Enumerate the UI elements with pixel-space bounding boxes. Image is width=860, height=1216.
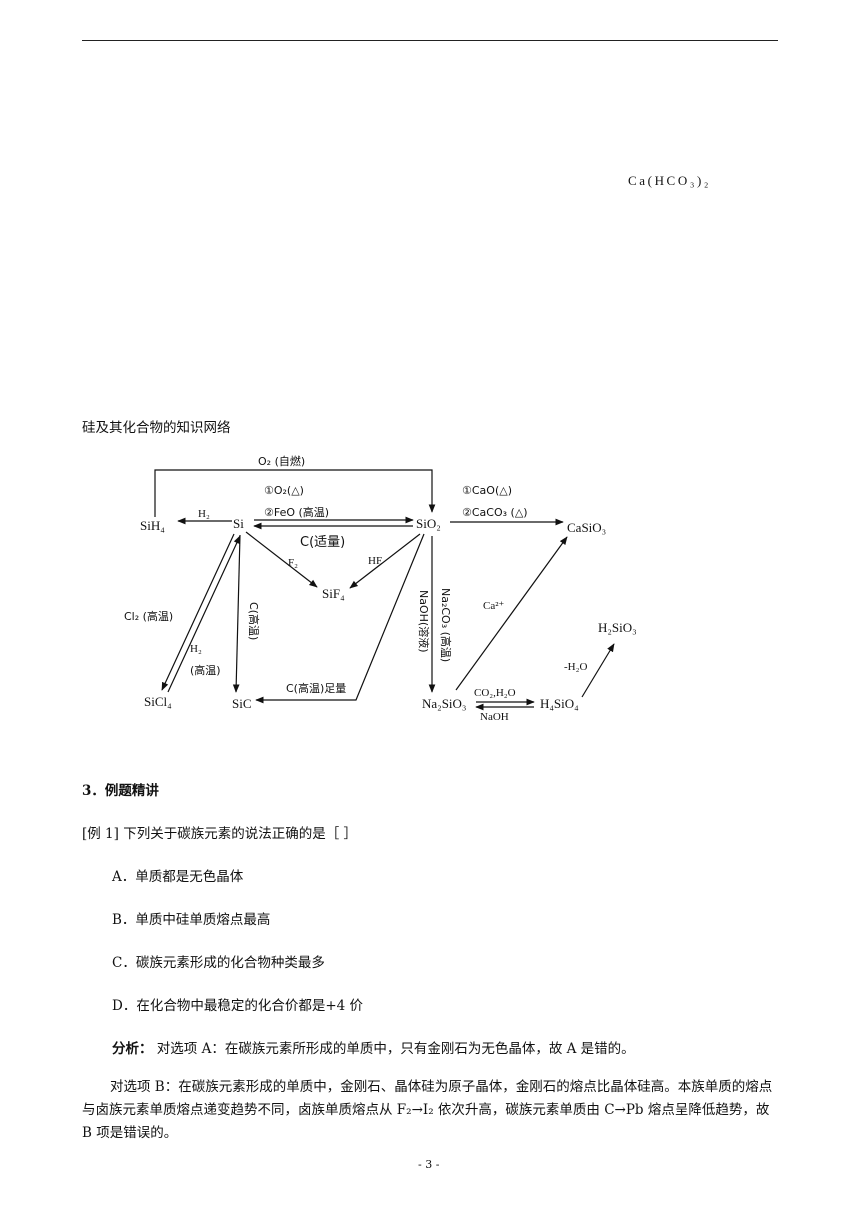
label-high-temp: (高温) (190, 663, 221, 677)
arrow-sio2-to-sic (255, 533, 425, 704)
label-na2co3-high: Na₂CO₃ (高温) (439, 588, 453, 662)
label-feo-high: ②FeO (高温) (264, 505, 329, 519)
node-sih4: SiH₄ (140, 518, 165, 533)
arrow-sicl4-to-si (167, 535, 241, 693)
example-heading: 3．例题精讲 (82, 783, 159, 799)
label-cao-heat: ①CaO(△) (462, 484, 512, 497)
label-minus-h2o: -H₂O (564, 661, 587, 673)
label-cl2-high: Cl₂ (高温) (124, 609, 173, 623)
node-sif4: SiF₄ (322, 586, 345, 601)
arrow-sih4-to-sio2-selfburn (154, 469, 436, 517)
arrow-na2sio3-to-casio3 (455, 536, 568, 691)
analysis-label: 分析： (112, 1041, 153, 1057)
label-c-high-excess: C(高温)足量 (286, 681, 346, 695)
node-si: Si (233, 516, 244, 531)
option-d: D．在化合物中最稳定的化合价都是+4 价 (112, 998, 364, 1014)
node-sic: SiC (232, 696, 252, 711)
option-c: C．碳族元素形成的化合物种类最多 (112, 955, 325, 971)
label-f2: F₂ (288, 557, 298, 569)
label-o2-heat: ①O₂(△) (264, 484, 304, 497)
node-h4sio4: H₄SiO₄ (540, 696, 579, 711)
option-b: B．单质中硅单质熔点最高 (112, 912, 271, 928)
label-naoh-solution: NaOH(溶液) (417, 590, 431, 652)
option-a: A．单质都是无色晶体 (112, 869, 244, 885)
header-rule (82, 40, 778, 41)
label-c-proper: C(适量) (300, 535, 345, 550)
arrow-si-to-sif4 (245, 531, 318, 588)
arrow-si-to-sic (232, 534, 241, 693)
label-co2-h2o: CO₂,H₂O (474, 687, 516, 699)
arrow-sio2-to-sif4 (349, 533, 421, 589)
arrow-h4sio4-to-h2sio3 (581, 643, 615, 698)
arrow-si-to-sicl4 (161, 533, 235, 691)
node-sio2: SiO₂ (416, 516, 441, 531)
silicon-knowledge-network-diagram: SiH₄ Si SiO₂ CaSiO₃ SiF₄ SiCl₄ SiC Na₂Si… (124, 454, 637, 723)
node-h2sio3: H₂SiO₃ (598, 620, 637, 635)
node-na2sio3: Na₂SiO₃ (422, 696, 466, 711)
label-caco3-heat: ②CaCO₃ (△) (462, 506, 528, 519)
label-c-high-vertical: C(高温) (247, 602, 261, 640)
analysis-text: 对选项 A：在碳族元素所形成的单质中，只有金刚石为无色晶体，故 A 是错的。 (152, 1041, 635, 1057)
analysis-paragraph-b: 对选项 B：在碳族元素形成的单质中，金刚石、晶体硅为原子晶体，金刚石的熔点比晶体… (82, 1079, 773, 1141)
label-h2-top: H₂ (198, 508, 210, 520)
node-sicl4: SiCl₄ (144, 694, 172, 709)
label-ca2plus: Ca²⁺ (483, 600, 505, 612)
label-h2-left: H₂ (190, 643, 202, 655)
section-title: 硅及其化合物的知识网络 (82, 420, 231, 436)
analysis-line: 分析： 对选项 A：在碳族元素所形成的单质中，只有金刚石为无色晶体，故 A 是错… (112, 1037, 635, 1057)
label-o2-selfburn: O₂ (自燃) (258, 454, 305, 468)
calcium-bicarbonate-formula: Ca(HCO₃)₂ (628, 173, 712, 188)
label-hf: HF (368, 555, 382, 567)
node-casio3: CaSiO₃ (567, 520, 606, 535)
label-naoh: NaOH (480, 711, 509, 723)
page-number: - 3 - (418, 1158, 440, 1171)
example-question: [例 1] 下列关于碳族元素的说法正确的是［ ］ (82, 826, 357, 842)
